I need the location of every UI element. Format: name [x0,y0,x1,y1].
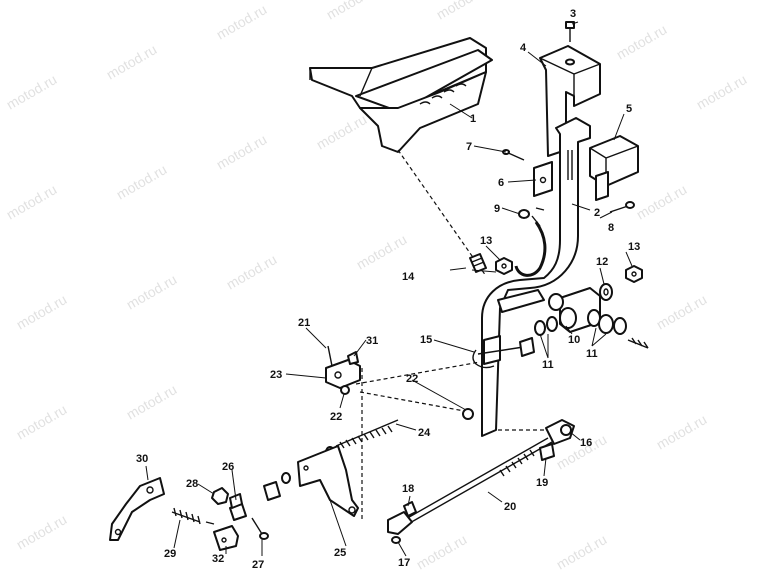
callout-29: 29 [164,548,176,560]
watermark: motod.ru [4,71,60,112]
leader-lines [145,21,633,557]
watermark: motod.ru [354,231,410,272]
watermark: motod.ru [124,271,180,312]
bolt-part-10-right [627,337,649,349]
watermark: motod.ru [214,131,270,172]
ball-joint-part-16 [545,419,575,445]
washers-part-11-left [534,316,558,336]
callout-11-right: 11 [586,348,598,360]
watermark: motod.ru [214,1,270,42]
watermark: motod.ru [554,531,610,572]
watermark: motod.ru [224,251,280,292]
ball-joint-part-17 [387,511,413,544]
nut-part-28 [211,487,229,505]
screw-part-3 [565,21,575,42]
callout-22-small: 22 [330,411,342,423]
watermark: motod.ru [104,41,160,82]
nut-part-22 [462,408,474,420]
callout-32: 32 [212,553,224,565]
callout-22-right: 22 [406,373,418,385]
callout-18: 18 [402,483,414,495]
callout-2: 2 [594,207,600,219]
lever-part-30 [109,477,165,541]
callout-12: 12 [596,256,608,268]
callout-15: 15 [420,334,432,346]
watermark: motod.ru [694,71,750,112]
watermark: motod.ru [14,401,70,442]
callout-31: 31 [366,335,378,347]
nut-part-13-right [625,265,643,283]
block-part-26 [229,493,247,521]
plate-part-6 [533,161,553,197]
watermark: motod.ru [654,411,710,452]
callout-13-right: 13 [628,241,640,253]
guide-lines [355,361,548,520]
callout-28: 28 [186,478,198,490]
spring-retainer [263,472,291,501]
callout-8: 8 [608,222,614,234]
watermark: motod.ru [114,161,170,202]
callout-30: 30 [136,453,148,465]
receptacle-part-5 [589,135,639,201]
nut-part-18 [403,501,417,517]
callout-11-left: 11 [542,359,554,371]
callout-9: 9 [494,203,500,215]
watermark: motod.ru [4,181,60,222]
rod-part-20 [403,437,553,525]
callout-1: 1 [470,113,476,125]
callout-21: 21 [298,317,310,329]
mounting-bracket-part-25 [297,445,359,517]
frame-channel-part-1 [309,37,493,153]
watermark: motod.ru [324,0,380,23]
callout-6: 6 [498,177,504,189]
callout-25: 25 [334,547,346,559]
washers-part-11-right [587,309,627,335]
pin-part-27 [251,517,269,540]
callout-16: 16 [580,437,592,449]
clip-part-32 [213,525,239,551]
nut-part-19 [539,443,555,461]
wire-harness [514,215,547,277]
top-bracket-part-4 [539,45,601,157]
screw-part-7 [502,149,525,161]
watermark: motod.ru [614,21,670,62]
nut-part-13-left [495,257,513,275]
callout-10: 10 [568,334,580,346]
callout-19: 19 [536,477,548,489]
watermark: motod.ru [124,381,180,422]
bracket-part-23 [325,345,361,389]
screw-part-8 [609,201,635,213]
watermark: motod.ru [434,0,490,23]
shaft-part-15 [472,337,535,369]
watermark: motod.ru [634,181,690,222]
connector-part-14 [397,149,487,277]
callout-23: 23 [270,369,282,381]
callout-3: 3 [570,8,576,20]
callout-26: 26 [222,461,234,473]
washer-part-12 [599,283,613,301]
watermark: motod.ru [654,291,710,332]
callout-4: 4 [520,42,527,54]
callout-17: 17 [398,557,410,569]
callout-24: 24 [418,427,431,439]
callout-27: 27 [252,559,264,571]
callout-13-left: 13 [480,235,492,247]
nut-part-22-small [340,385,350,395]
watermark: motod.ru [314,111,370,152]
callout-labels: 1 2 3 4 5 6 7 8 9 10 11 11 12 13 13 14 1… [136,8,640,571]
callout-5: 5 [626,103,632,115]
spring-part-29 [171,507,215,525]
callout-20: 20 [504,501,516,513]
watermark: motod.ru [414,531,470,572]
pedal-arm-part-2 [481,117,591,437]
callout-7: 7 [466,141,472,153]
watermark: motod.ru [14,511,70,552]
nut-part-9 [518,207,545,219]
watermark: motod.ru [14,291,70,332]
callout-14: 14 [402,271,415,283]
